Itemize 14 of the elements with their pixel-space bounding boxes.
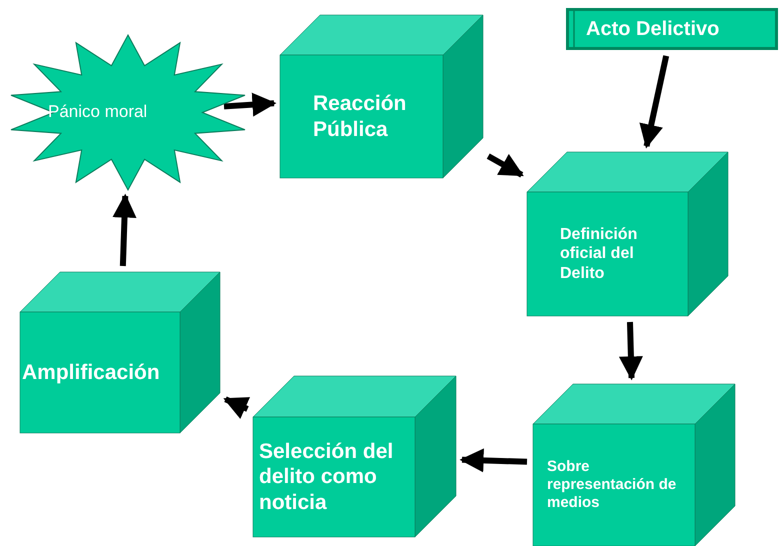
arrow — [639, 55, 670, 148]
node-label: Pánico moral — [48, 102, 148, 123]
node-label: Sobre representación de medios — [547, 458, 678, 512]
node-label: Definición oficial del Delito — [560, 225, 638, 283]
arrow — [112, 194, 136, 266]
arrow — [224, 92, 276, 117]
arrow — [618, 322, 643, 380]
node-label: Acto Delictivo — [586, 17, 720, 41]
arrow — [223, 396, 250, 419]
node-label: Amplificación — [22, 360, 160, 386]
node-label: Reacción Pública — [313, 91, 408, 142]
node-label: Selección del delito como noticia — [259, 439, 394, 515]
arrow — [460, 448, 528, 472]
arrow — [486, 154, 524, 178]
